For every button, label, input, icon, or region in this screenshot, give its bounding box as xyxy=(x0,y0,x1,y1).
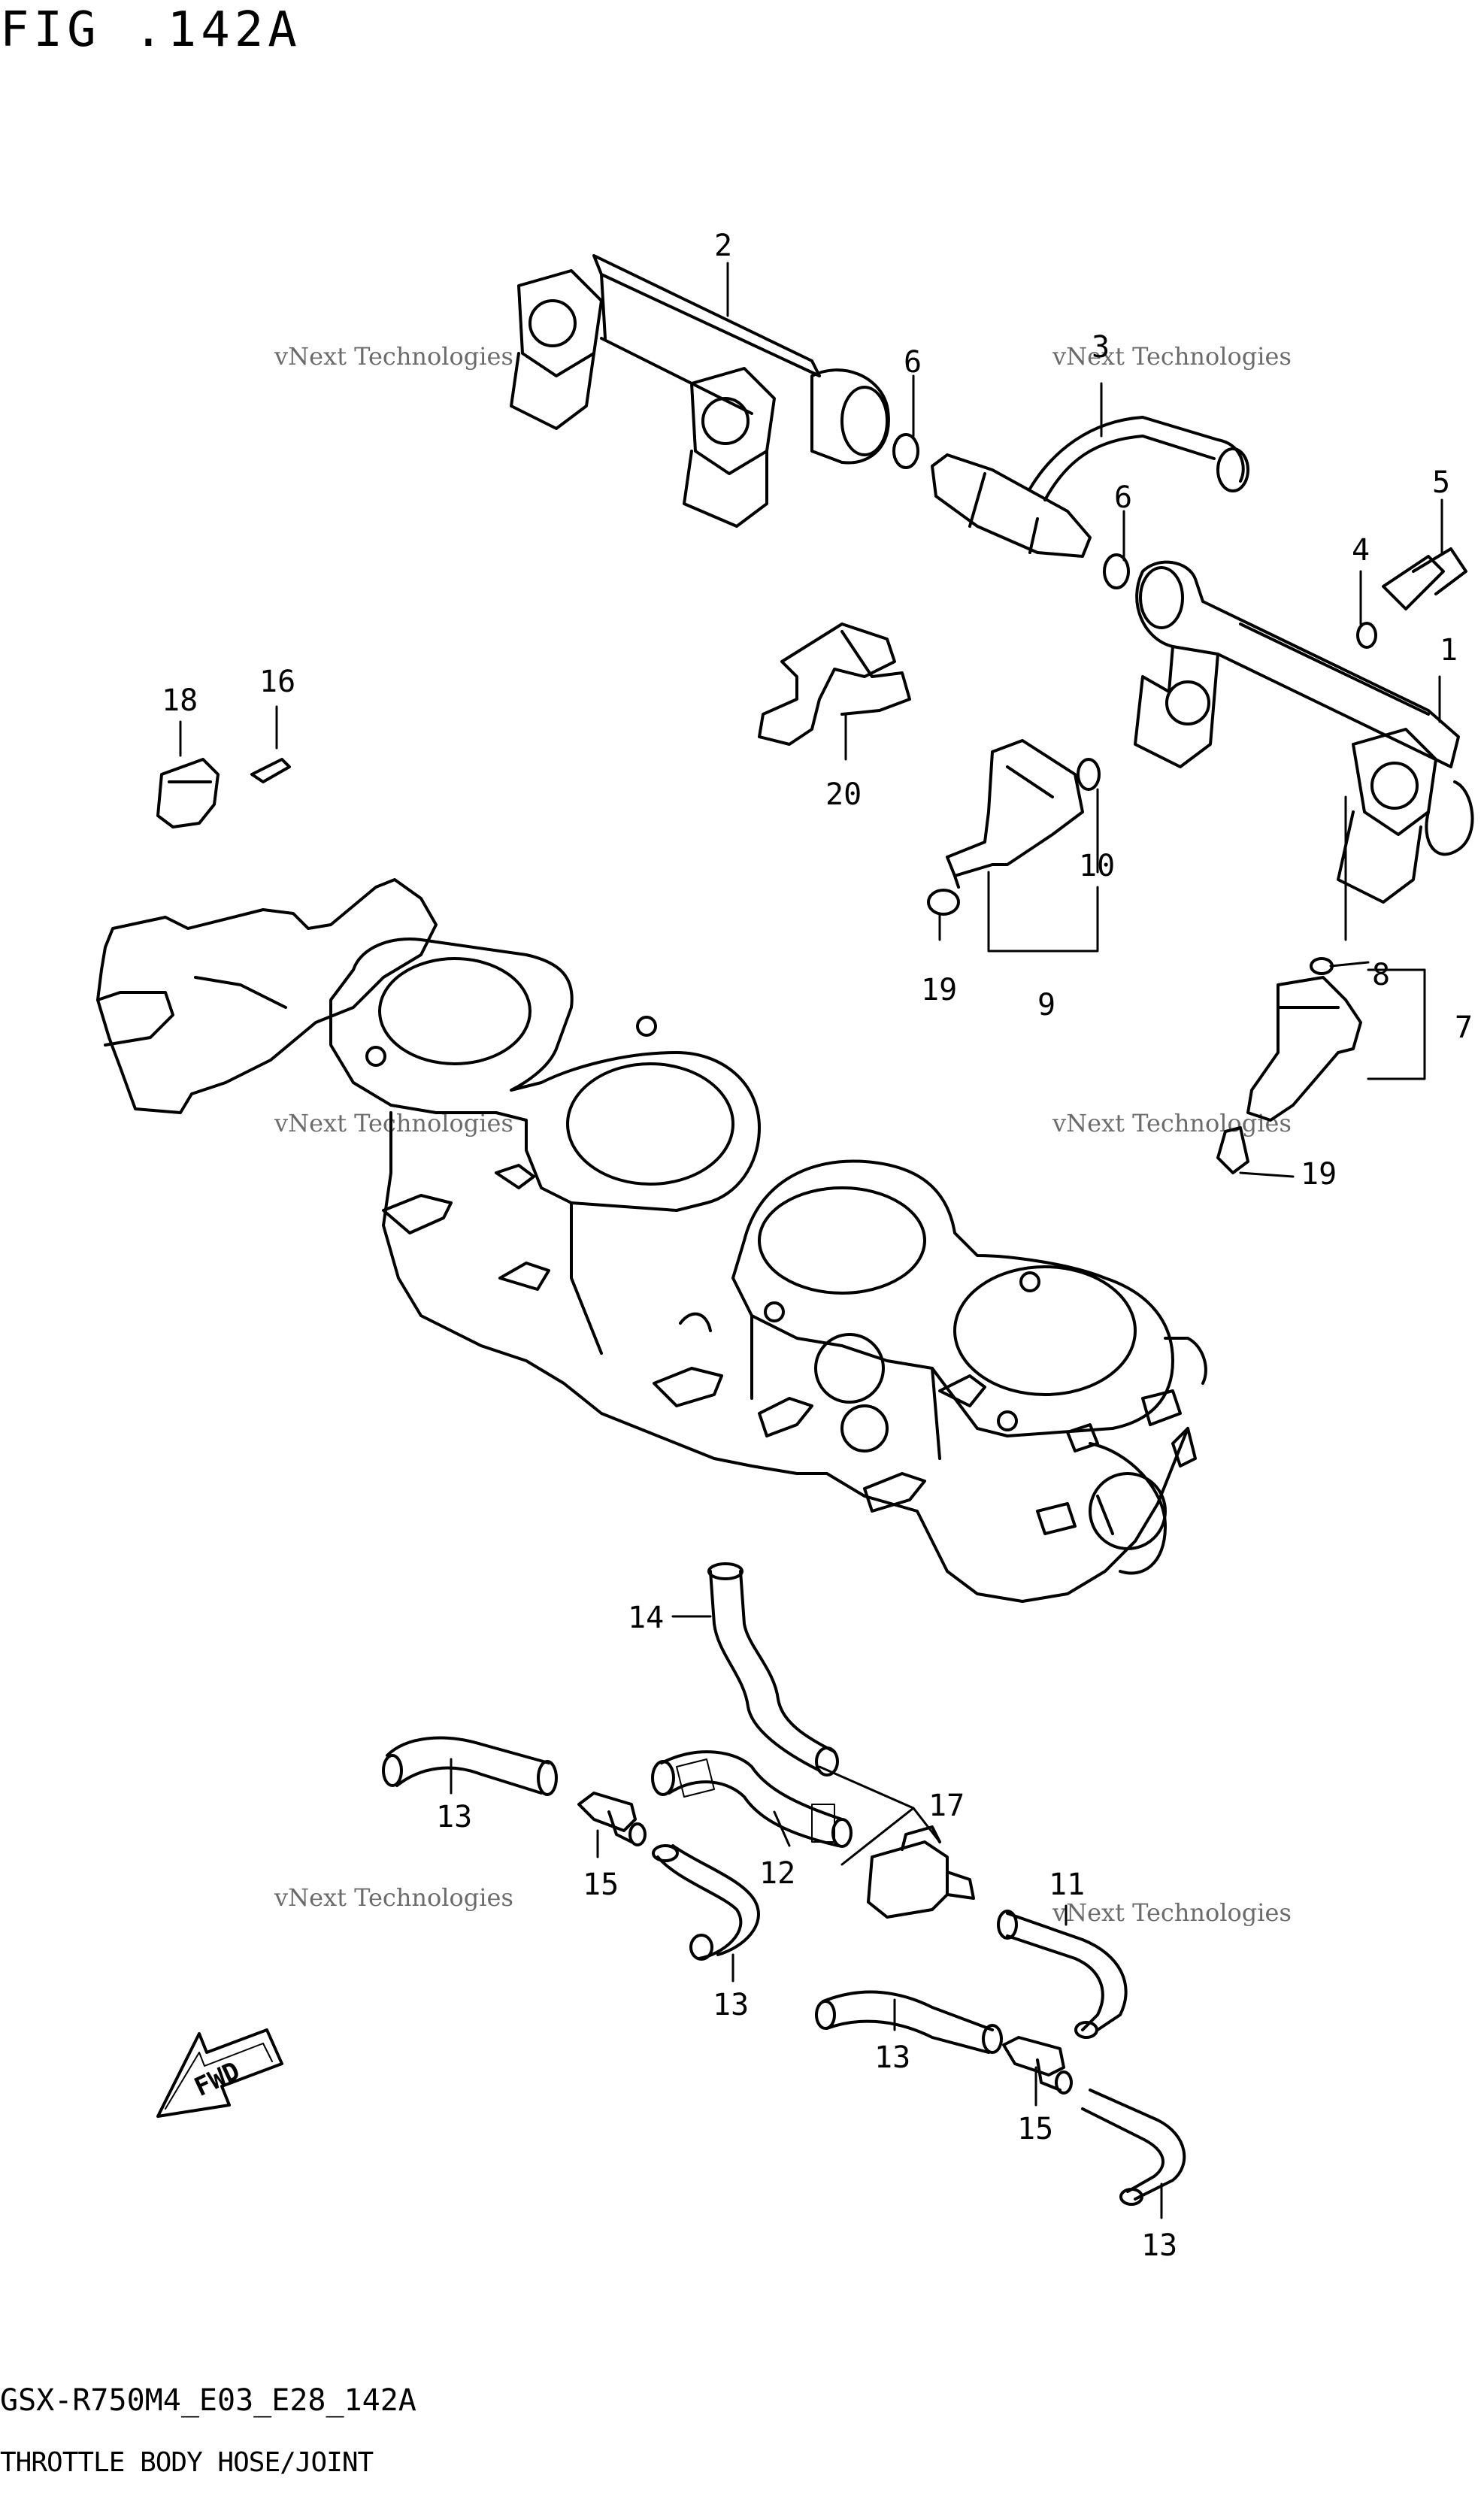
section-name: THROTTLE BODY HOSE/JOINT xyxy=(0,2447,374,2478)
joint-15 xyxy=(1002,2036,1073,2095)
callout-14: 14 xyxy=(628,1601,664,1635)
injector-7 xyxy=(1216,957,1362,1174)
hose-11 xyxy=(997,1910,1128,2039)
callout-7: 7 xyxy=(1455,1010,1473,1045)
figure-title: FIG .142A xyxy=(0,2,301,58)
callout-18: 18 xyxy=(162,683,198,718)
callout-19: 19 xyxy=(1301,1157,1337,1192)
callout-15: 15 xyxy=(583,1867,619,1902)
callout-13: 13 xyxy=(1141,2228,1177,2263)
callout-4: 4 xyxy=(1352,533,1370,568)
clip-20 xyxy=(758,622,911,746)
joint-15 xyxy=(577,1792,647,1846)
hose-13 xyxy=(1081,2089,1186,2206)
model-code: GSX-R750M4_E03_E28_142A xyxy=(0,2383,416,2418)
callout-16: 16 xyxy=(259,665,295,699)
hose-13 xyxy=(382,1736,558,1796)
callout-2: 2 xyxy=(714,229,732,263)
bolt-5 xyxy=(1382,547,1467,610)
fuel-rail-2 xyxy=(510,254,890,528)
injector-9 xyxy=(927,739,1084,916)
sensor-18 xyxy=(156,758,220,828)
callout-13: 13 xyxy=(874,2040,910,2075)
callout-13: 13 xyxy=(436,1800,472,1834)
callout-12: 12 xyxy=(759,1856,795,1891)
callout-13: 13 xyxy=(713,1988,749,2022)
callout-1: 1 xyxy=(1440,633,1458,668)
o-ring-6 xyxy=(1103,553,1130,589)
callout-6: 6 xyxy=(1114,480,1132,515)
hose-13 xyxy=(815,1990,1003,2054)
callout-10: 10 xyxy=(1079,849,1115,883)
fwd-arrow-icon xyxy=(156,2028,283,2118)
callout-9: 9 xyxy=(1037,988,1055,1022)
hose-14 xyxy=(707,1562,839,1777)
callout-numbers: 1 2 3 4 5 6 6 7 8 9 10 11 12 13 13 13 13… xyxy=(162,229,1473,2263)
callout-8: 8 xyxy=(1372,958,1390,992)
callout-15: 15 xyxy=(1017,2112,1053,2146)
joint-pipe-3 xyxy=(931,416,1249,558)
screw-16 xyxy=(250,758,291,783)
washer-4 xyxy=(1356,622,1377,649)
callout-20: 20 xyxy=(825,777,862,812)
fwd-label: FWD xyxy=(190,2056,245,2103)
hose-13 xyxy=(652,1844,760,1961)
throttle-body xyxy=(96,878,1207,1603)
o-ring-10 xyxy=(1077,758,1101,791)
callout-6: 6 xyxy=(904,345,922,380)
fuel-rail-1 xyxy=(1134,560,1474,904)
callout-5: 5 xyxy=(1432,465,1450,500)
leader-lines xyxy=(179,262,1443,2219)
callout-11: 11 xyxy=(1049,1867,1085,1902)
callout-17: 17 xyxy=(928,1789,965,1823)
hose-12 xyxy=(651,1750,853,1848)
o-ring-6 xyxy=(892,433,919,469)
callout-19: 19 xyxy=(921,973,957,1007)
callout-3: 3 xyxy=(1092,330,1110,365)
joint-17 xyxy=(867,1825,975,1919)
